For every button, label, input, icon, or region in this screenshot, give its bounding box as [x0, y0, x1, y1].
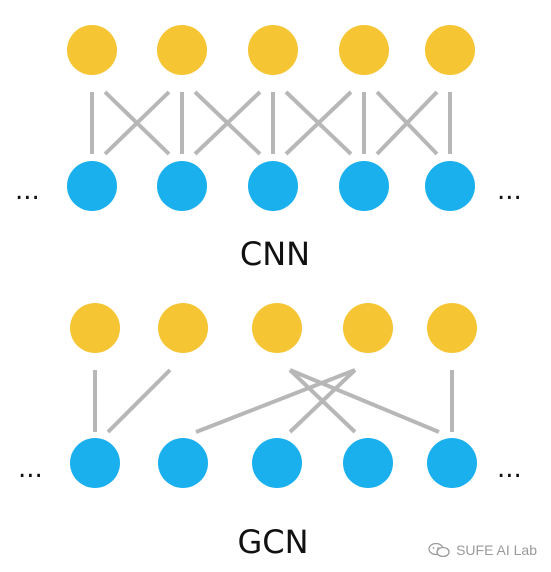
cnn-top-node-4	[425, 25, 475, 75]
gcn-bottom-node-1	[158, 438, 208, 488]
cnn-bottom-node-2	[248, 161, 298, 211]
cnn-top-node-2	[248, 25, 298, 75]
cnn-top-node-3	[339, 25, 389, 75]
cnn-edges	[90, 90, 452, 156]
cnn-top-node-0	[67, 25, 117, 75]
gcn-edge-2-4	[289, 368, 440, 434]
watermark: SUFE AI Lab	[428, 542, 537, 558]
gcn-top-node-1	[158, 303, 208, 353]
watermark-text: SUFE AI Lab	[456, 542, 537, 558]
gcn-top-node-4	[427, 303, 477, 353]
cnn-edge-4-3	[375, 90, 439, 156]
cnn-edge-1-0	[103, 90, 171, 156]
gcn-edge-3-2	[288, 368, 357, 434]
cnn-bottom-node-3	[339, 161, 389, 211]
cnn-bottom-node-0	[67, 161, 117, 211]
cnn-bottom-node-1	[157, 161, 207, 211]
gcn-ellipsis-left: ...	[18, 454, 43, 484]
gcn-bottom-node-2	[252, 438, 302, 488]
gcn-edges	[93, 368, 454, 434]
gcn-edge-1-0	[106, 368, 172, 434]
cnn-edge-2-1	[193, 90, 262, 156]
gcn-title: GCN	[237, 523, 308, 561]
cnn-bottom-node-4	[425, 161, 475, 211]
cnn-ellipsis-right: ...	[497, 176, 522, 206]
cnn-title: CNN	[240, 235, 310, 273]
gcn-bottom-node-3	[343, 438, 393, 488]
gcn-edge-3-1	[195, 368, 356, 434]
gcn-top-node-2	[252, 303, 302, 353]
gcn-bottom-node-0	[70, 438, 120, 488]
gcn-nodes	[70, 303, 477, 488]
cnn-top-node-1	[157, 25, 207, 75]
cnn-nodes	[67, 25, 475, 211]
cnn-edge-3-2	[284, 90, 353, 156]
gcn-top-node-0	[70, 303, 120, 353]
cnn-ellipsis-left: ...	[15, 176, 40, 206]
gcn-top-node-3	[343, 303, 393, 353]
gcn-ellipsis-right: ...	[497, 454, 522, 484]
gcn-bottom-node-4	[427, 438, 477, 488]
wechat-icon	[428, 543, 450, 557]
